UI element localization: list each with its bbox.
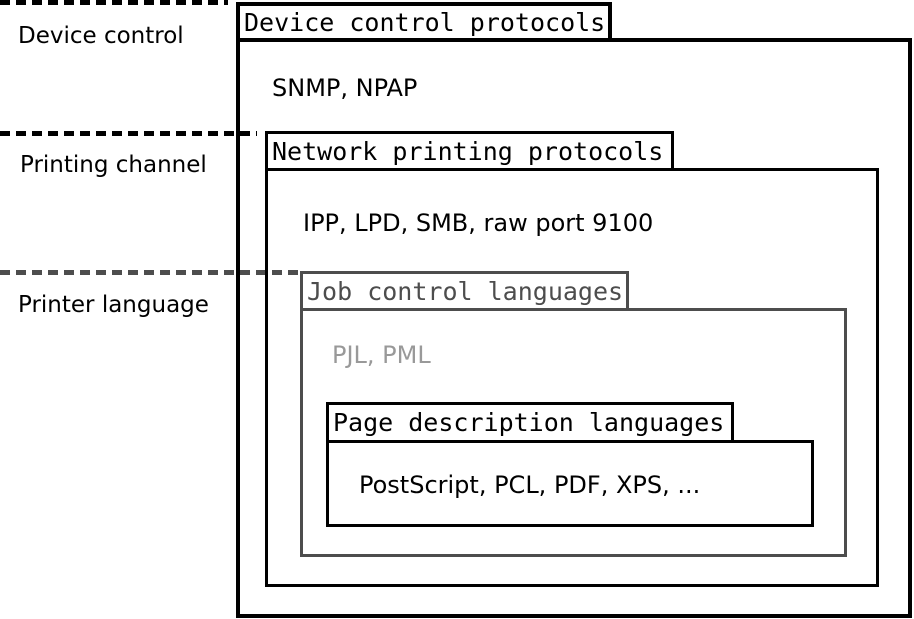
row-label-device-control: Device control (18, 23, 184, 49)
device-control-protocols-title: Device control protocols (244, 7, 606, 37)
network-printing-protocols-items: IPP, LPD, SMB, raw port 9100 (303, 209, 654, 237)
network-printing-protocols-header: Network printing protocols (265, 131, 674, 171)
device-control-protocols-items: SNMP, NPAP (272, 74, 418, 102)
row-label-printer-language: Printer language (18, 292, 209, 318)
row-label-printing-channel: Printing channel (20, 152, 207, 178)
job-control-languages-items: PJL, PML (332, 341, 431, 369)
row-separator-printer-language (0, 270, 298, 275)
page-description-languages-header: Page description languages (326, 402, 734, 443)
row-separator-printing-channel (0, 131, 257, 136)
job-control-languages-title: Job control languages (307, 276, 624, 306)
page-description-languages-items: PostScript, PCL, PDF, XPS, ... (359, 471, 701, 499)
page-description-languages-title: Page description languages (333, 408, 725, 437)
row-separator-device-control (0, 0, 228, 5)
job-control-languages-header: Job control languages (300, 271, 629, 311)
network-printing-protocols-title: Network printing protocols (272, 136, 664, 166)
device-control-protocols-header: Device control protocols (236, 2, 612, 42)
